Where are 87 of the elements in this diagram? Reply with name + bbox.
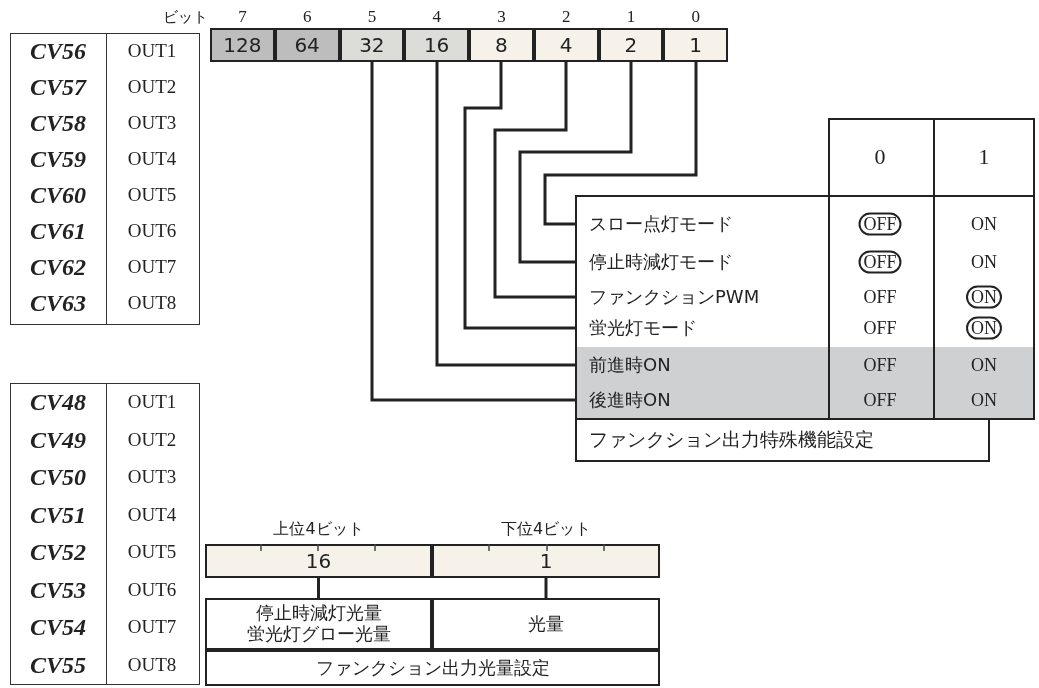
setting-value: OFF [863,354,897,376]
output-name: OUT3 [127,112,177,134]
connector-line [518,62,633,264]
output-name: OUT6 [127,220,177,242]
bit-group-label: 上位4ビット [273,518,364,540]
description-cell [205,598,432,650]
circled-value: OFF [858,212,902,236]
setting-value: ON [971,213,997,235]
output-name: OUT4 [127,148,177,170]
function-row-label: 前進時ON [577,350,825,380]
value-cell: 16 [205,544,432,578]
cv-number: CV63 [30,289,86,317]
output-name: OUT7 [127,256,177,278]
output-name: OUT7 [127,616,177,638]
column-heading: 1 [978,144,990,170]
bit-value-cell: 32 [339,28,405,62]
output-name: OUT5 [127,184,177,206]
connector-line [493,62,577,299]
circled-value: OFF [858,250,902,274]
setting-value: ON [971,389,997,411]
connector-line [544,578,548,598]
column-heading: 0 [874,144,886,170]
bit-number: 1 [626,7,636,27]
function-row-label: 蛍光灯モード [577,313,825,343]
output-name: OUT2 [127,76,177,98]
setting-value: ON [971,354,997,376]
cv-number: CV53 [30,576,86,603]
value-cell: 1 [432,544,660,578]
function-row-label: ファンクションPWM [577,282,825,312]
cv-number: CV60 [30,181,86,209]
function-row-label: 停止時減灯モード [577,247,825,277]
bit-number: 4 [432,7,441,27]
bit-number: 6 [302,7,312,27]
output-name: OUT1 [127,40,177,62]
bit-value-cell: 64 [274,28,340,62]
bit-value-cell: 8 [469,28,534,62]
bit-number: 2 [561,7,571,27]
bit-number: 0 [691,7,700,27]
cell-text: 蛍光灯グロー光量 [246,624,391,645]
output-name: OUT8 [127,653,177,676]
cv-number: CV51 [30,501,86,528]
cv-number: CV48 [30,388,86,416]
cv-number: CV61 [30,217,86,245]
bit-value-cell: 1 [663,28,728,62]
bit-heading: ビット [162,7,208,27]
cv-number: CV58 [30,109,86,137]
cell-text: 停止時減灯光量 [255,603,382,624]
connector-line [317,578,320,598]
output-name: OUT8 [127,292,177,314]
circled-value: ON [966,285,1002,309]
bit-value-cell: 2 [598,28,664,62]
cv-number: CV62 [30,253,86,281]
cv-number: CV56 [30,37,86,65]
bit-value-cell: 128 [210,28,275,62]
output-name: OUT4 [127,503,177,526]
cv-number: CV55 [30,651,86,678]
output-name: OUT6 [127,578,177,601]
function-row-label: 後進時ON [577,385,825,415]
cv-number: CV52 [30,538,86,566]
footer-box: ファンクション出力特殊機能設定 [575,418,990,462]
connector-line [543,62,698,226]
circled-value: ON [966,316,1002,340]
bit-number: 3 [497,7,506,27]
output-name: OUT5 [127,541,177,563]
bit-number: 5 [367,7,377,27]
setting-value: OFF [863,389,897,411]
output-name: OUT3 [127,466,177,488]
bit-value-cell: 4 [533,28,599,62]
function-row-label: スロー点灯モード [577,209,825,239]
cv-number: CV59 [30,145,86,173]
bit-value-cell: 16 [404,28,469,62]
setting-value: OFF [863,317,897,339]
connector-line [463,62,577,330]
setting-value: ON [971,251,997,273]
cv-number: CV54 [30,613,86,641]
bit-group-label: 下位4ビット [500,518,592,540]
bit-number: 7 [238,7,247,27]
connector-line [435,62,577,367]
cv-number: CV49 [30,426,86,453]
connector-line [370,62,577,402]
setting-value: OFF [863,286,897,308]
cv-number: CV50 [30,463,86,491]
output-name: OUT2 [127,428,177,451]
cv-number: CV57 [30,73,86,101]
description-cell: 光量 [432,598,660,650]
footer-box: ファンクション出力光量設定 [205,650,660,686]
output-name: OUT1 [127,391,177,413]
